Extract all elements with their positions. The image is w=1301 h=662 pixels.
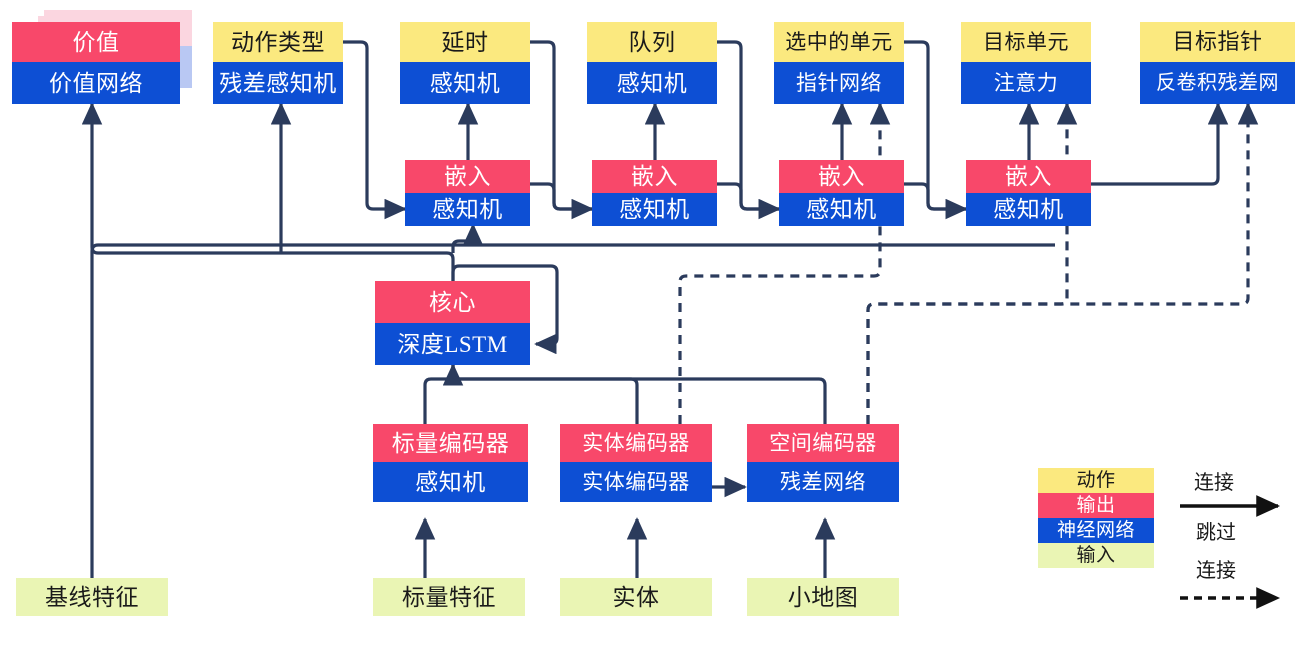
legend-swatch-action: 动作 xyxy=(1038,468,1154,493)
node-embed-4-output: 嵌入 xyxy=(966,160,1091,193)
wire-selected-units-to-embed4 xyxy=(904,40,968,220)
node-core-network: 深度LSTM xyxy=(375,323,530,365)
wire-embed2-to-embed3 xyxy=(717,182,779,211)
wire-spatial-encoder-to-core xyxy=(451,365,827,424)
node-entity-encoder-network: 实体编码器 xyxy=(560,462,712,502)
wire-core-to-value xyxy=(81,102,455,281)
skip-spatial-to-target-unit xyxy=(866,102,1078,424)
node-embed-1[interactable]: 嵌入 感知机 xyxy=(405,160,530,226)
node-scalar-encoder-network: 感知机 xyxy=(373,462,528,502)
node-embed-3-network: 感知机 xyxy=(779,193,904,226)
node-embed-2-network: 感知机 xyxy=(592,193,717,226)
node-queue[interactable]: 队列 感知机 xyxy=(587,22,717,104)
node-value[interactable]: 价值 价值网络 xyxy=(12,22,180,104)
node-embed-1-network: 感知机 xyxy=(405,193,530,226)
node-scalar-encoder-output: 标量编码器 xyxy=(373,424,528,462)
node-entity-encoder[interactable]: 实体编码器 实体编码器 xyxy=(560,424,712,502)
legend-connection-label: 连接 xyxy=(1194,472,1234,494)
node-core-output: 核心 xyxy=(375,281,530,323)
node-entities[interactable]: 实体 xyxy=(560,578,712,616)
node-value-network: 价值网络 xyxy=(12,62,180,104)
wire-delay-to-embed2 xyxy=(530,40,594,220)
node-selected-units-network: 指针网络 xyxy=(774,62,904,104)
wire-scalar-encoder-to-core xyxy=(423,363,464,424)
skip-spatial-to-target-point xyxy=(866,102,1259,424)
node-embed-1-output: 嵌入 xyxy=(405,160,530,193)
node-target-point-network: 反卷积残差网 xyxy=(1140,62,1295,104)
node-queue-network: 感知机 xyxy=(587,62,717,104)
node-selected-units-action: 选中的单元 xyxy=(774,22,904,62)
node-baseline-features[interactable]: 基线特征 xyxy=(16,578,168,616)
wire-embed4-to-target-point xyxy=(1091,102,1229,186)
node-action-type[interactable]: 动作类型 残差感知机 xyxy=(213,22,343,104)
legend-edges: 连接 跳过 连接 xyxy=(1178,466,1296,612)
legend-skip-label-line2: 连接 xyxy=(1196,560,1236,582)
node-embed-4-network: 感知机 xyxy=(966,193,1091,226)
node-embed-3[interactable]: 嵌入 感知机 xyxy=(779,160,904,226)
node-embed-2[interactable]: 嵌入 感知机 xyxy=(592,160,717,226)
node-delay-network: 感知机 xyxy=(400,62,530,104)
legend-skip-label-line1: 跳过 xyxy=(1196,522,1236,544)
node-target-point-action: 目标指针 xyxy=(1140,22,1295,62)
node-action-type-action: 动作类型 xyxy=(213,22,343,62)
node-spatial-encoder[interactable]: 空间编码器 残差网络 xyxy=(747,424,899,502)
node-value-output: 价值 xyxy=(12,22,180,62)
wire-embed1-to-embed2 xyxy=(530,182,592,211)
node-target-point[interactable]: 目标指针 反卷积残差网 xyxy=(1140,22,1295,104)
node-target-unit-network: 注意力 xyxy=(961,62,1091,104)
wire-embed3-to-embed4 xyxy=(904,182,966,211)
node-embed-3-output: 嵌入 xyxy=(779,160,904,193)
node-entity-encoder-output: 实体编码器 xyxy=(560,424,712,462)
node-action-type-network: 残差感知机 xyxy=(213,62,343,104)
wire-queue-to-embed3 xyxy=(717,40,781,220)
skip-entity-to-selected-units xyxy=(678,102,891,424)
legend-swatch-network: 神经网络 xyxy=(1038,518,1154,543)
node-spatial-encoder-network: 残差网络 xyxy=(747,462,899,502)
node-target-unit[interactable]: 目标单元 注意力 xyxy=(961,22,1091,104)
legend-swatch-output: 输出 xyxy=(1038,493,1154,518)
node-scalar-encoder[interactable]: 标量编码器 感知机 xyxy=(373,424,528,502)
legend-edge-icons xyxy=(1180,495,1281,609)
legend-swatches: 动作 输出 神经网络 输入 xyxy=(1038,468,1154,568)
node-queue-action: 队列 xyxy=(587,22,717,62)
node-embed-4[interactable]: 嵌入 感知机 xyxy=(966,160,1091,226)
wire-entity-encoder-to-core xyxy=(451,365,639,424)
wire-action-type-to-embed1 xyxy=(343,40,407,220)
node-spatial-encoder-output: 空间编码器 xyxy=(747,424,899,462)
node-scalar-features[interactable]: 标量特征 xyxy=(373,578,525,616)
node-selected-units[interactable]: 选中的单元 指针网络 xyxy=(774,22,904,104)
node-target-unit-action: 目标单元 xyxy=(961,22,1091,62)
node-delay[interactable]: 延时 感知机 xyxy=(400,22,530,104)
legend-swatch-input: 输入 xyxy=(1038,543,1154,568)
wire-baseline-trunk xyxy=(90,243,1055,578)
node-embed-2-output: 嵌入 xyxy=(592,160,717,193)
node-minimap[interactable]: 小地图 xyxy=(747,578,899,616)
wire-core-to-embed-1 xyxy=(451,223,484,253)
node-delay-action: 延时 xyxy=(400,22,530,62)
node-core[interactable]: 核心 深度LSTM xyxy=(375,281,530,365)
